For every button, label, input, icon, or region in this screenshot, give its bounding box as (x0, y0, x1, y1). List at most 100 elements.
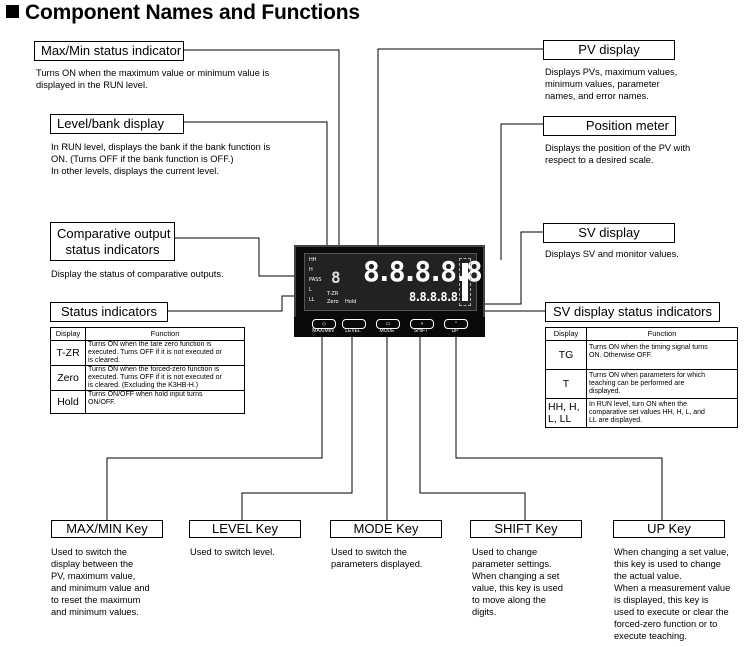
sv-display-desc: Displays SV and monitor values. (545, 249, 679, 259)
fn-line: is cleared. (Excluding the K3HB-H.) (88, 382, 199, 389)
desc-line: names, and error names. (545, 91, 649, 101)
desc-line: ON. (Turns OFF if the bank function is O… (51, 154, 234, 164)
up-key-label: UP Key (613, 520, 725, 538)
page-title: Component Names and Functions (6, 1, 360, 25)
maxmin-key-button[interactable]: ◇ (312, 319, 336, 329)
indicator-h: H (309, 267, 313, 273)
desc-line: When a measurement value (614, 583, 731, 593)
position-meter-bar (459, 258, 471, 306)
leader-key-level (241, 330, 353, 520)
leader-sv (460, 231, 543, 305)
desc-line: display between the (51, 559, 134, 569)
desc-line: the actual value. (614, 571, 682, 581)
status-cell-display: Zero (50, 365, 86, 391)
page-title-text: Component Names and Functions (25, 1, 360, 24)
sv-cell-function: In RUN level, turn ON when the comparati… (586, 398, 738, 428)
maxmin-key-label: MAX/MIN Key (51, 520, 163, 538)
status-tzr: T-ZR (327, 291, 339, 297)
desc-line: Turns ON when the maximum value or minim… (36, 68, 270, 78)
sv-status-table: Display Function TG Turns ON when the ti… (545, 327, 738, 428)
fn-line: executed. Turns OFF if it is not execute… (88, 374, 222, 381)
comparative-desc: Display the status of comparative output… (51, 269, 224, 279)
leader-key-shift (419, 330, 526, 520)
desc-line: In RUN level, displays the bank if the b… (51, 142, 271, 152)
sv-digits: 8.8.8.8.8 (409, 290, 458, 304)
fn-line: ON. Otherwise OFF. (589, 352, 653, 359)
status-table-header-display: Display (50, 327, 86, 341)
table-row: TG Turns ON when the timing signal turns… (545, 340, 738, 370)
desc-line: In other levels, displays the current le… (51, 166, 219, 176)
desc-line: PV, maximum value, (51, 571, 136, 581)
pv-display-label: PV display (543, 40, 675, 60)
desc-line: Used to switch the (51, 547, 127, 557)
fn-line: Turns ON when parameters for which (589, 372, 706, 379)
status-cell-function: Turns ON/OFF when hold input turns ON/OF… (85, 390, 245, 414)
mode-key-desc: Used to switch the parameters displayed. (331, 546, 422, 570)
desc-line: Used to switch the (331, 547, 407, 557)
desc-line: and minimum values. (51, 607, 139, 617)
status-cell-function: Turns ON when the forced-zero function i… (85, 365, 245, 391)
leader-key-maxmin (106, 330, 323, 520)
fn-line: Turns ON/OFF when hold input turns (88, 391, 203, 398)
status-zero: Zero (327, 299, 339, 305)
fn-line: Turns ON when the timing signal turns (589, 344, 708, 351)
leader-key-up (455, 330, 663, 520)
up-key-desc: When changing a set value, this key is u… (614, 546, 730, 642)
shift-key-caption: SHIFT (413, 328, 429, 334)
level-key-button[interactable] (342, 319, 366, 329)
indicator-hh: HH (309, 257, 317, 263)
level-key-desc: Used to switch level. (190, 547, 275, 557)
table-row: Hold Turns ON/OFF when hold input turns … (50, 390, 245, 414)
level-bank-digit: 8 (331, 268, 341, 287)
fn-line: Turns ON when the tare zero function is (88, 341, 212, 348)
fn-line: teaching can be performed are (589, 380, 685, 387)
desc-line: Displays PVs, maximum values, (545, 67, 678, 77)
desc-line: to move along the (472, 595, 546, 605)
desc-line: this key is used to change (614, 559, 721, 569)
title-square-icon (6, 5, 19, 18)
sv-table-header-function: Function (586, 327, 738, 341)
status-indicators-label: Status indicators (50, 302, 168, 322)
comparative-label: Comparative output status indicators (50, 222, 175, 261)
desc-line: respect to a desired scale. (545, 155, 654, 165)
status-table-header-function: Function (85, 327, 245, 341)
shift-key-button[interactable]: » (410, 319, 434, 329)
mode-key-label: MODE Key (330, 520, 442, 538)
sv-cell-function: Turns ON when parameters for which teach… (586, 369, 738, 399)
indicator-ll: LL (309, 297, 315, 303)
desc-line: parameter settings. (472, 559, 552, 569)
status-cell-display: Hold (50, 390, 86, 414)
status-table: Display Function T-ZR Turns ON when the … (50, 327, 245, 414)
desc-line: When changing a set (472, 571, 560, 581)
table-row: HH, H, L, LL In RUN level, turn ON when … (545, 398, 738, 428)
fn-line: ON/OFF. (88, 399, 116, 406)
display-line: HH, H, (548, 401, 580, 413)
leader-level-bank (183, 121, 328, 254)
level-bank-desc: In RUN level, displays the bank if the b… (51, 141, 270, 177)
sv-cell-function: Turns ON when the timing signal turns ON… (586, 340, 738, 370)
maxmin-key-caption: MAX/MIN (312, 328, 334, 334)
display-window: HH H PASS L LL 8 T-ZR Zero Hold 8.8.8.8.… (304, 253, 483, 311)
up-key-button[interactable]: ⌃ (444, 319, 468, 329)
position-meter-label: Position meter (543, 116, 676, 136)
display-line: L, LL (548, 413, 572, 425)
desc-line: Displays the position of the PV with (545, 143, 691, 153)
sv-cell-display: HH, H, L, LL (545, 398, 587, 428)
maxmin-indicator-desc: Turns ON when the maximum value or minim… (36, 67, 269, 91)
table-row: T Turns ON when parameters for which tea… (545, 369, 738, 399)
table-row: Zero Turns ON when the forced-zero funct… (50, 365, 245, 391)
label-line: Comparative output (57, 226, 171, 241)
fn-line: executed. Turns OFF if it is not execute… (88, 349, 222, 356)
desc-line: displayed in the RUN level. (36, 80, 148, 90)
desc-line: parameters displayed. (331, 559, 423, 569)
fn-line: Turns ON when the forced-zero function i… (88, 366, 220, 373)
desc-line: When changing a set value, (614, 547, 729, 557)
fn-line: comparative set values HH, H, L, and (589, 409, 705, 416)
sv-cell-display: T (545, 369, 587, 399)
desc-line: forced-zero function or to (614, 619, 718, 629)
shift-key-label: SHIFT Key (470, 520, 582, 538)
mode-key-button[interactable]: ▭ (376, 319, 400, 329)
sv-status-label: SV display status indicators (545, 302, 720, 322)
position-meter-desc: Displays the position of the PV with res… (545, 142, 690, 166)
desc-line: and minimum value and (51, 583, 150, 593)
